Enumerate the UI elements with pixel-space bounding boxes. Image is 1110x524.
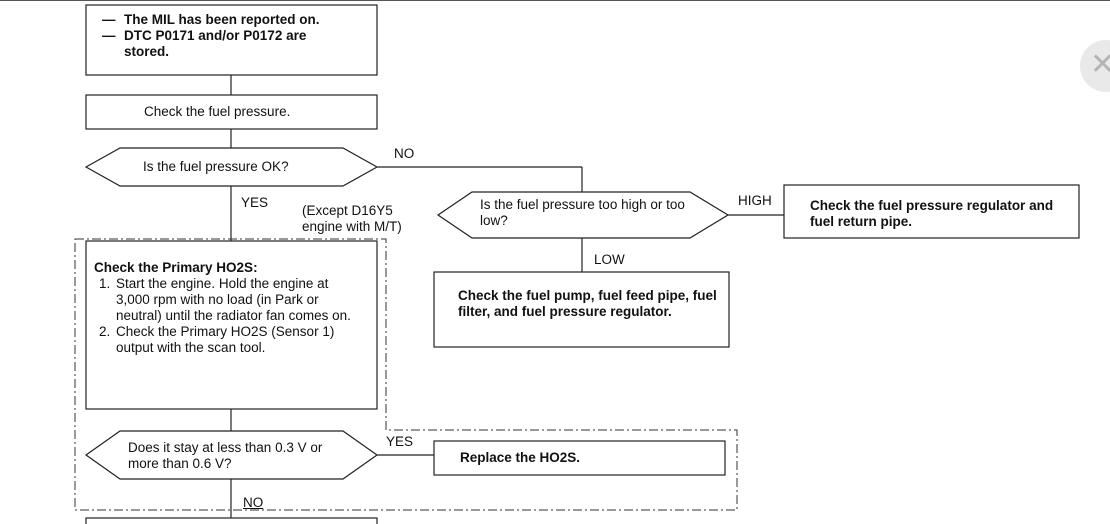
pump-box: Check the fuel pump, fuel feed pipe, fue…: [458, 288, 717, 319]
start-line-2: DTC P0171 and/or P0172 are stored.: [124, 28, 307, 59]
no-label-1: NO: [394, 146, 415, 161]
high-label: HIGH: [738, 193, 772, 208]
dashed-region: [74, 238, 738, 511]
replace-box-border: [433, 440, 726, 476]
voltage-question: Does it stay at less than 0.3 V or more …: [128, 440, 323, 471]
ho2s-step-2: Check the Primary HO2S (Sensor 1) output…: [114, 324, 360, 356]
close-button[interactable]: ✕: [1080, 40, 1110, 92]
low-label: LOW: [594, 252, 625, 267]
top-border: [0, 0, 1110, 1]
check-pressure-text: Check the fuel pressure.: [144, 104, 291, 119]
ho2s-title: Check the Primary HO2S:: [94, 260, 258, 275]
replace-box: Replace the HO2S.: [460, 450, 581, 465]
high-low-question: Is the fuel pressure too high or too low…: [480, 197, 685, 228]
regulator-box: Check the fuel pressure regulator and fu…: [810, 198, 1054, 229]
start-line-1: The MIL has been reported on.: [124, 12, 320, 27]
except-note: (Except D16Y5 engine with M/T): [302, 203, 402, 234]
ho2s-steps: Start the engine. Hold the engine at 3,0…: [94, 276, 360, 356]
next-box-border: [85, 517, 378, 524]
yes-label-1: YES: [241, 195, 269, 210]
pressure-ok-question: Is the fuel pressure OK?: [143, 159, 289, 174]
start-box: —The MIL has been reported on. —DTC P017…: [102, 12, 372, 60]
ho2s-step-1: Start the engine. Hold the engine at 3,0…: [114, 276, 360, 324]
ho2s-box: Check the Primary HO2S: Start the engine…: [94, 260, 360, 356]
close-icon[interactable]: ✕: [1090, 47, 1110, 82]
regulator-box-border: [783, 184, 1080, 239]
no-label-2: NO: [243, 495, 264, 510]
yes-label-2: YES: [386, 434, 414, 449]
